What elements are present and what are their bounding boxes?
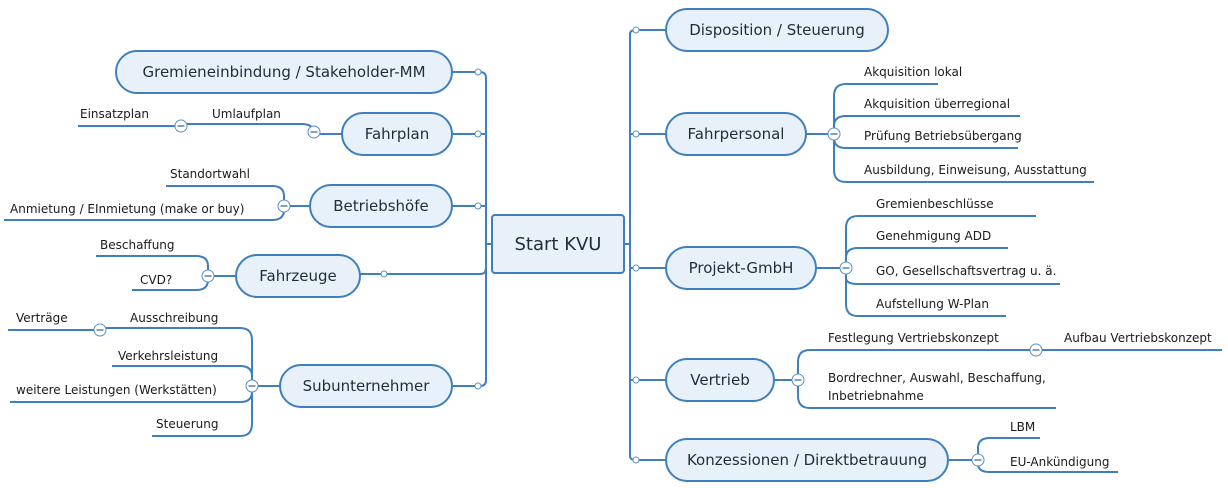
subtopic-bordrechner-line-1[interactable]: Bordrechner, Auswahl, Beschaffung,: [828, 371, 1046, 385]
topic-projekt-gmbh-label: Projekt-GmbH: [689, 259, 794, 277]
festlegung-toggle[interactable]: [1029, 343, 1043, 357]
root-topic-label: Start KVU: [515, 234, 602, 255]
subtopic-steuerung[interactable]: Steuerung: [156, 417, 218, 431]
subtopic-festlegung-vertriebskonzept[interactable]: Festlegung Vertriebskonzept: [828, 331, 999, 345]
topic-projekt-gmbh[interactable]: Projekt-GmbH: [665, 246, 817, 290]
topic-disposition[interactable]: Disposition / Steuerung: [665, 8, 889, 52]
topic-subunternehmer[interactable]: Subunternehmer: [279, 364, 453, 408]
subtopic-beschaffung[interactable]: Beschaffung: [100, 238, 175, 252]
root-topic[interactable]: Start KVU: [491, 214, 625, 274]
subtopic-pruefung-betriebsuebergang[interactable]: Prüfung Betriebsübergang: [864, 129, 1022, 143]
konzessionen-toggle[interactable]: [971, 453, 985, 467]
topic-konzessionen-label: Konzessionen / Direktbetrauung: [687, 451, 927, 469]
fahrplan-toggle[interactable]: [307, 125, 321, 139]
fahrplan-branches: [78, 123, 342, 135]
topic-konzessionen[interactable]: Konzessionen / Direktbetrauung: [665, 438, 949, 482]
subtopic-ausbildung[interactable]: Ausbildung, Einweisung, Ausstattung: [864, 163, 1087, 177]
vertrieb-branches: [774, 349, 1222, 409]
subtopic-vertraege[interactable]: Verträge: [16, 311, 68, 325]
topic-gremieneinbindung-label: Gremieneinbindung / Stakeholder-MM: [142, 63, 425, 81]
subtopic-aufbau-vertriebskonzept[interactable]: Aufbau Vertriebskonzept: [1064, 331, 1212, 345]
subtopic-umlaufplan[interactable]: Umlaufplan: [212, 107, 281, 121]
topic-fahrpersonal[interactable]: Fahrpersonal: [665, 112, 807, 156]
topic-vertrieb-label: Vertrieb: [690, 371, 749, 389]
subtopic-ausschreibung[interactable]: Ausschreibung: [130, 311, 218, 325]
betriebshoefe-toggle[interactable]: [277, 199, 291, 213]
topic-vertrieb[interactable]: Vertrieb: [665, 358, 775, 402]
topic-betriebshoefe-label: Betriebshöfe: [333, 197, 429, 215]
topic-fahrplan-label: Fahrplan: [365, 125, 430, 143]
subtopic-akquisition-lokal[interactable]: Akquisition lokal: [864, 65, 962, 79]
topic-subunternehmer-label: Subunternehmer: [303, 377, 431, 395]
subtopic-cvd[interactable]: CVD?: [140, 273, 172, 287]
topic-fahrpersonal-label: Fahrpersonal: [688, 125, 785, 143]
subunternehmer-toggle[interactable]: [245, 379, 259, 393]
subtopic-gremienbeschluesse[interactable]: Gremienbeschlüsse: [876, 197, 994, 211]
ausschreibung-toggle[interactable]: [93, 323, 107, 337]
subtopic-anmietung[interactable]: Anmietung / EInmietung (make or buy): [10, 202, 244, 216]
topic-gremieneinbindung[interactable]: Gremieneinbindung / Stakeholder-MM: [115, 50, 453, 94]
subtopic-weitere-leistungen[interactable]: weitere Leistungen (Werkstätten): [16, 383, 217, 397]
subunternehmer-branches: [8, 327, 280, 437]
subtopic-gesellschaftsvertrag[interactable]: GO, Gesellschaftsvertrag u. ä.: [876, 264, 1056, 278]
fahrzeuge-toggle[interactable]: [201, 269, 215, 283]
vertrieb-toggle[interactable]: [791, 373, 805, 387]
subtopic-bordrechner-line-2[interactable]: Inbetriebnahme: [828, 389, 924, 403]
subtopic-genehmigung-add[interactable]: Genehmigung ADD: [876, 229, 991, 243]
connector-knots: [380, 26, 640, 464]
topic-fahrzeuge[interactable]: Fahrzeuge: [235, 254, 361, 298]
subtopic-standortwahl[interactable]: Standortwahl: [170, 167, 250, 181]
subtopic-aufstellung-w-plan[interactable]: Aufstellung W-Plan: [876, 297, 989, 311]
topic-fahrzeuge-label: Fahrzeuge: [259, 267, 336, 285]
projekt-branches: [816, 215, 1060, 317]
topic-betriebshoefe[interactable]: Betriebshöfe: [309, 184, 453, 228]
subtopic-akquisition-ueberregional[interactable]: Akquisition überregional: [864, 97, 1010, 111]
umlaufplan-toggle[interactable]: [174, 119, 188, 133]
subtopic-verkehrsleistung[interactable]: Verkehrsleistung: [118, 349, 218, 363]
fahrpersonal-toggle[interactable]: [827, 127, 841, 141]
subtopic-lbm[interactable]: LBM: [1010, 420, 1035, 434]
topic-fahrplan[interactable]: Fahrplan: [341, 112, 453, 156]
projekt-toggle[interactable]: [839, 261, 853, 275]
topic-disposition-label: Disposition / Steuerung: [689, 21, 865, 39]
subtopic-eu-ankuendigung[interactable]: EU-Ankündigung: [1010, 455, 1109, 469]
subtopic-einsatzplan[interactable]: Einsatzplan: [80, 107, 149, 121]
